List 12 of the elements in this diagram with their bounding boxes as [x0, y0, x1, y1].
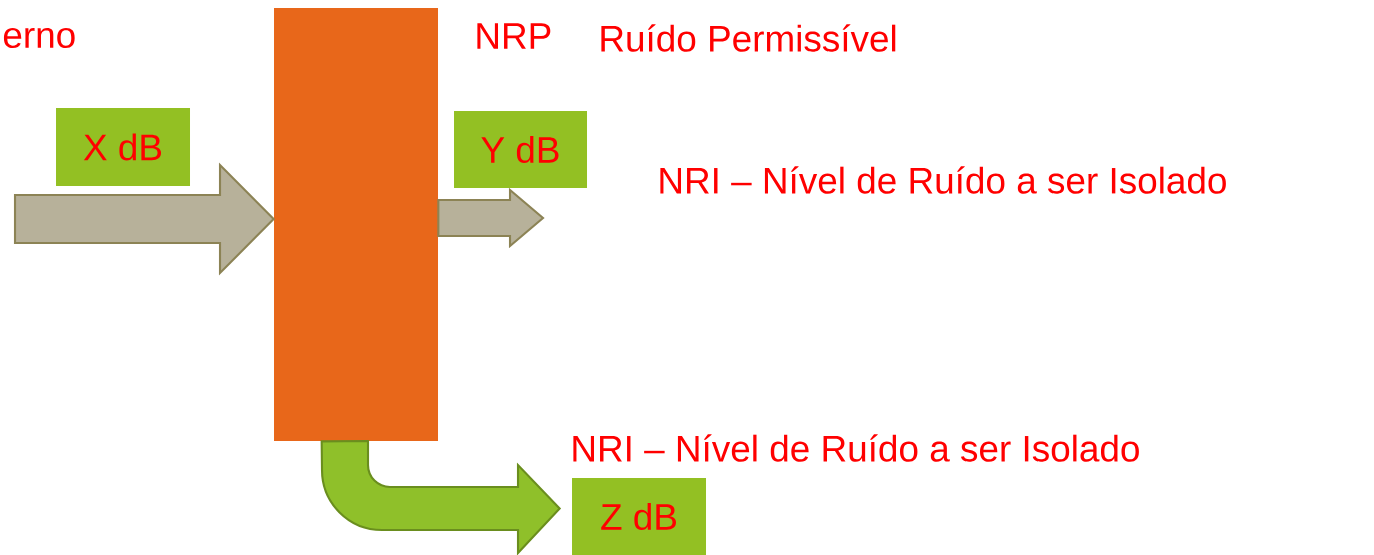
label-text: erno — [3, 27, 75, 49]
block-arrow — [13, 162, 276, 276]
label-text: NRP — [477, 23, 551, 49]
label-text: NRI – Nível de Ruído a ser Isolado — [573, 434, 1139, 462]
block-arrow — [437, 187, 545, 249]
value-tag: Z dB — [572, 478, 706, 555]
value-tag: X dB — [56, 108, 190, 186]
label-text: Ruído Permissível — [601, 24, 896, 52]
block-arrow — [320, 439, 561, 555]
wall-block — [274, 8, 438, 441]
value-tag: Y dB — [454, 111, 587, 188]
label-text: NRI – Nível de Ruído a ser Isolado — [660, 166, 1226, 194]
